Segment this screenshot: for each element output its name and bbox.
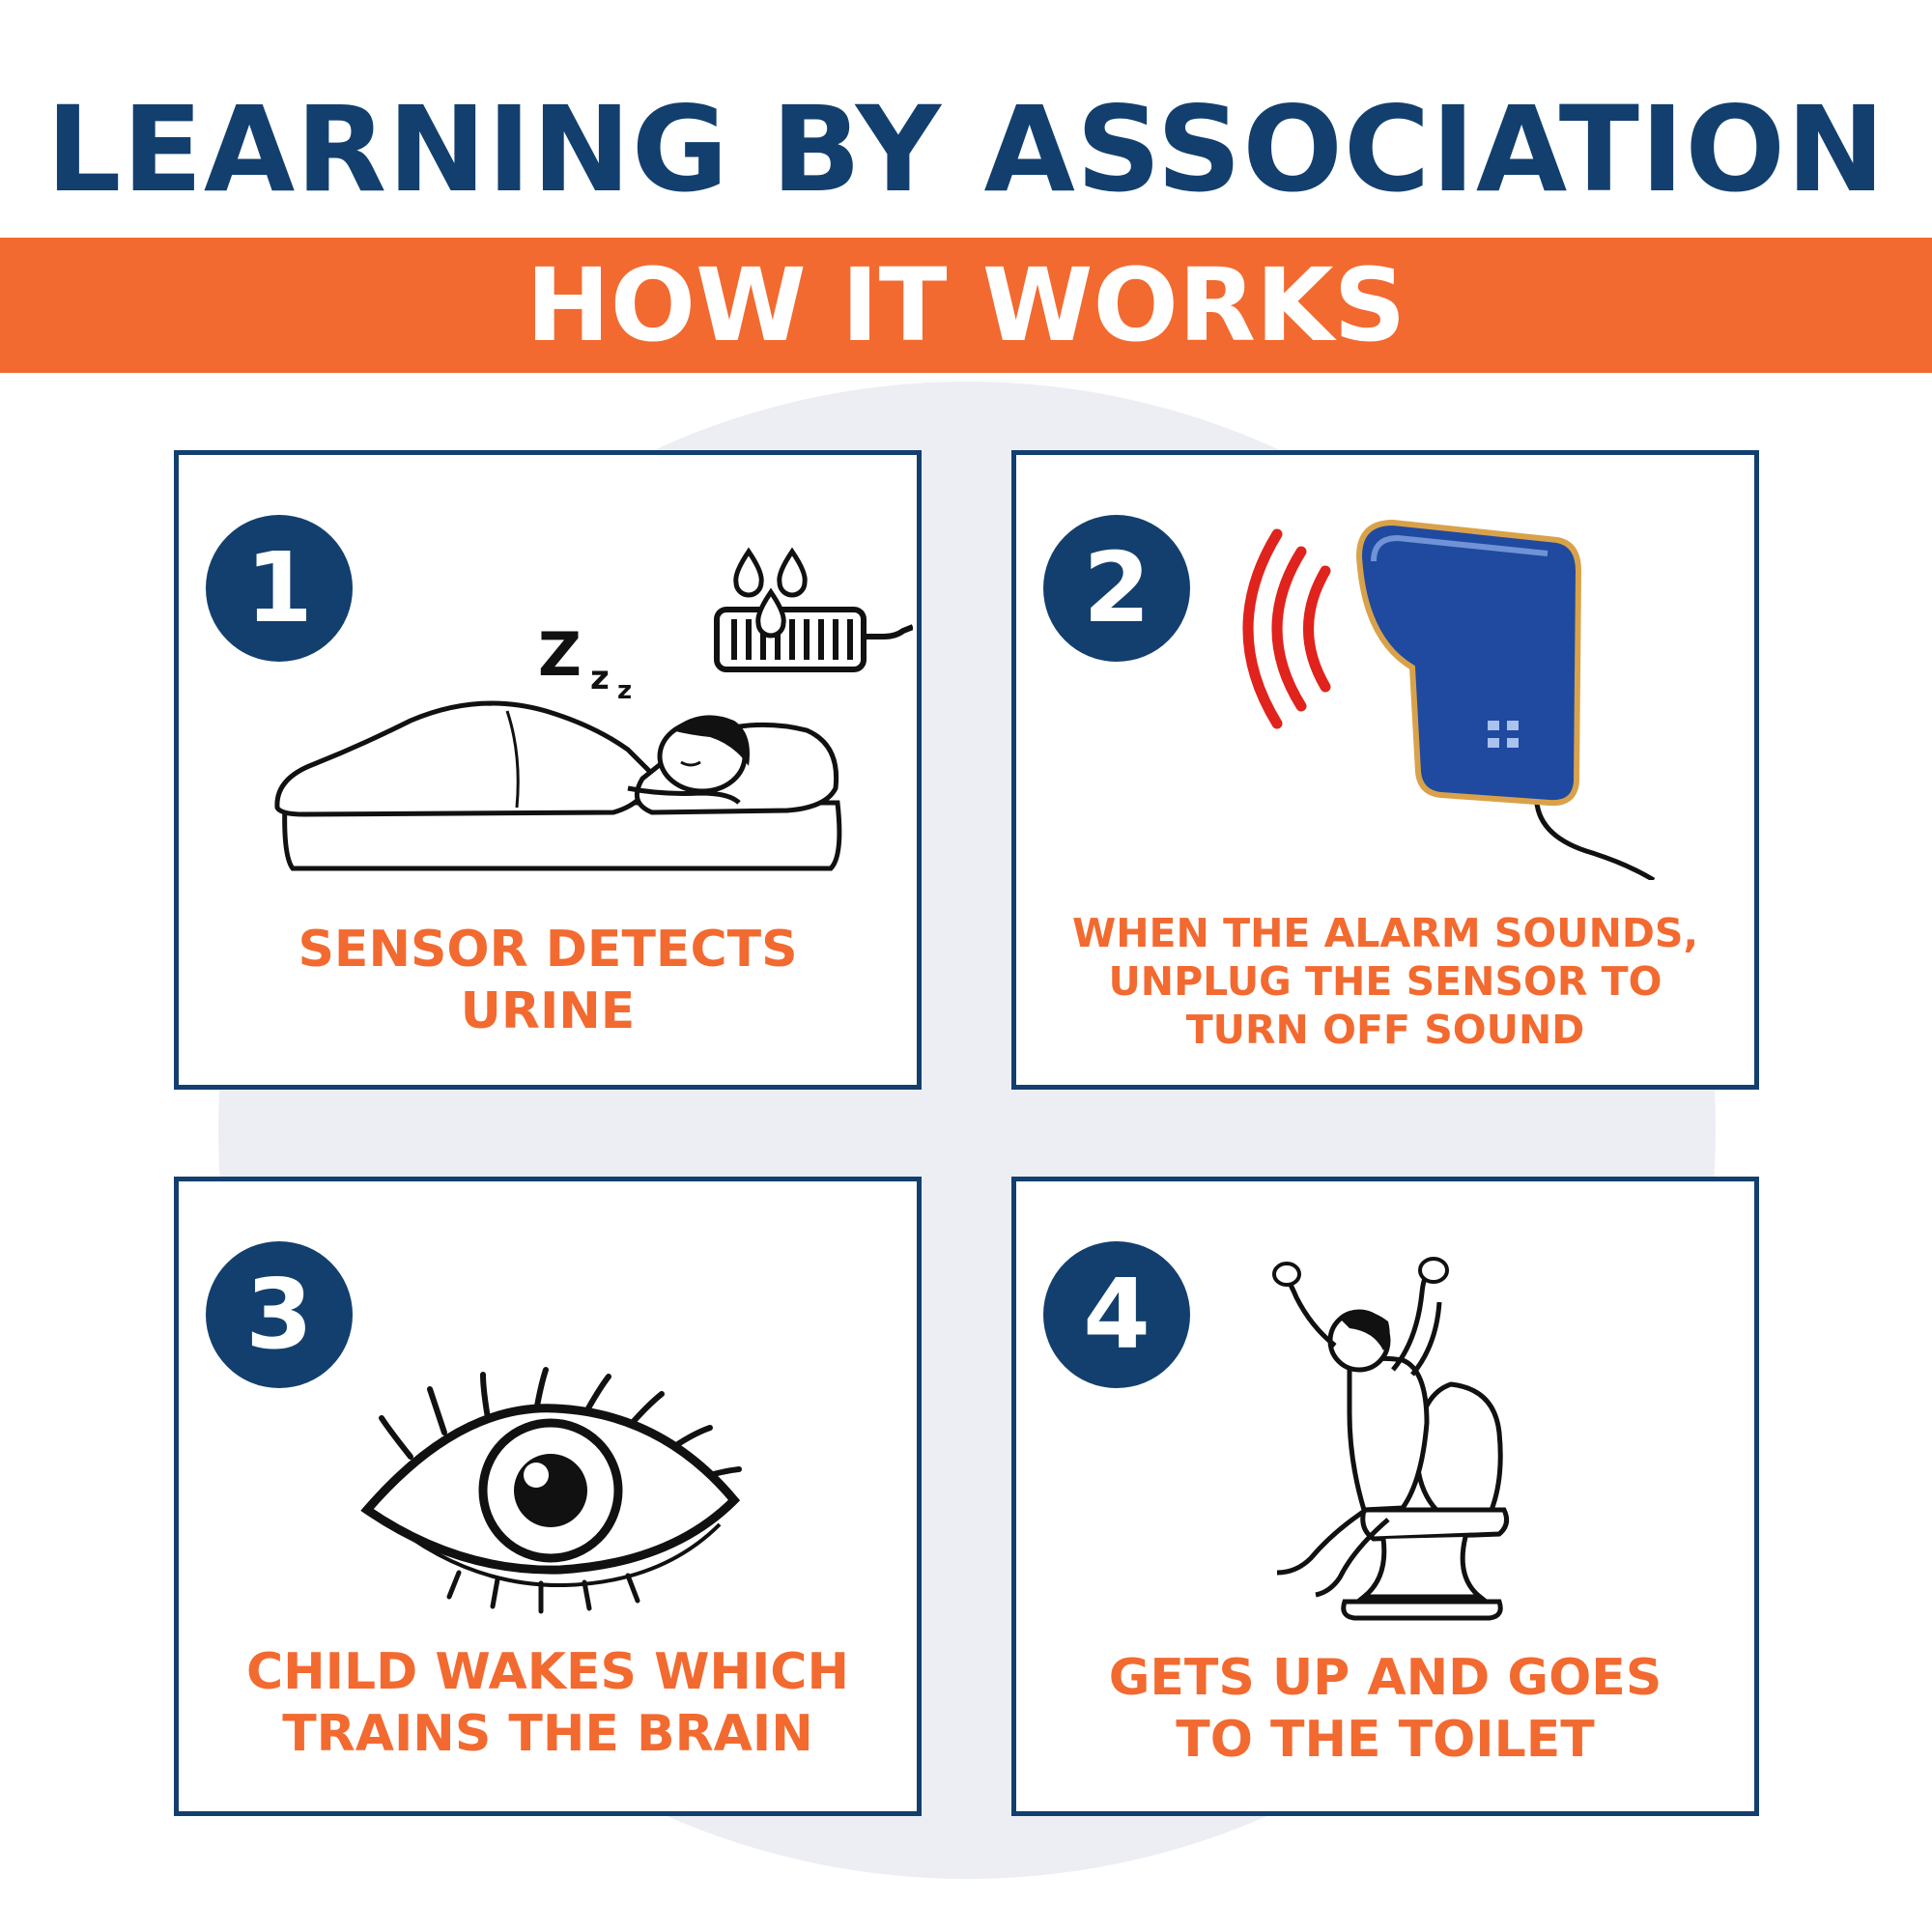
caption-line: CHILD WAKES WHICH bbox=[246, 1643, 849, 1701]
step-panel-3: 3 CHILD WAKES WHICH TRAINS bbox=[174, 1177, 922, 1816]
svg-text:Z: Z bbox=[538, 619, 582, 690]
caption-line: TURN OFF SOUND bbox=[1185, 1007, 1585, 1053]
step-number-badge: 2 bbox=[1043, 515, 1190, 662]
sleeping-child-icon: Z z z bbox=[274, 547, 913, 871]
svg-text:z: z bbox=[590, 659, 610, 697]
how-it-works-banner: HOW IT WORKS bbox=[0, 238, 1932, 373]
caption-line: WHEN THE ALARM SOUNDS, bbox=[1071, 910, 1699, 956]
page-title: LEARNING BY ASSOCIATION bbox=[45, 81, 1887, 218]
step-caption: WHEN THE ALARM SOUNDS, UNPLUG THE SENSOR… bbox=[1026, 909, 1745, 1054]
step-panel-2: 2 WHEN THE ALARM SOUNDS, UNPLUG THE SENS… bbox=[1011, 450, 1759, 1090]
caption-line: GETS UP AND GOES bbox=[1108, 1649, 1662, 1707]
eye-icon bbox=[360, 1367, 742, 1614]
step-number-badge: 1 bbox=[206, 515, 353, 662]
caption-line: UNPLUG THE SENSOR TO bbox=[1108, 958, 1662, 1005]
caption-line: TO THE TOILET bbox=[1176, 1711, 1595, 1769]
child-on-toilet-icon bbox=[1272, 1257, 1510, 1621]
step-caption: GETS UP AND GOES TO THE TOILET bbox=[1026, 1647, 1745, 1771]
caption-line: SENSOR DETECTS bbox=[298, 921, 798, 979]
step-panel-4: 4 GETS UP AND GOES TO THE TOILET bbox=[1011, 1177, 1759, 1816]
banner-text: HOW IT WORKS bbox=[526, 246, 1406, 364]
step-number-badge: 4 bbox=[1043, 1241, 1190, 1388]
step-panel-1: 1 Z z z bbox=[174, 450, 922, 1090]
step-number-badge: 3 bbox=[206, 1241, 353, 1388]
caption-line: TRAINS THE BRAIN bbox=[282, 1705, 813, 1763]
step-caption: CHILD WAKES WHICH TRAINS THE BRAIN bbox=[188, 1641, 907, 1765]
step-caption: SENSOR DETECTS URINE bbox=[188, 919, 907, 1042]
svg-text:z: z bbox=[617, 676, 632, 705]
alarm-unit-icon bbox=[1242, 519, 1656, 880]
caption-line: URINE bbox=[460, 982, 636, 1040]
